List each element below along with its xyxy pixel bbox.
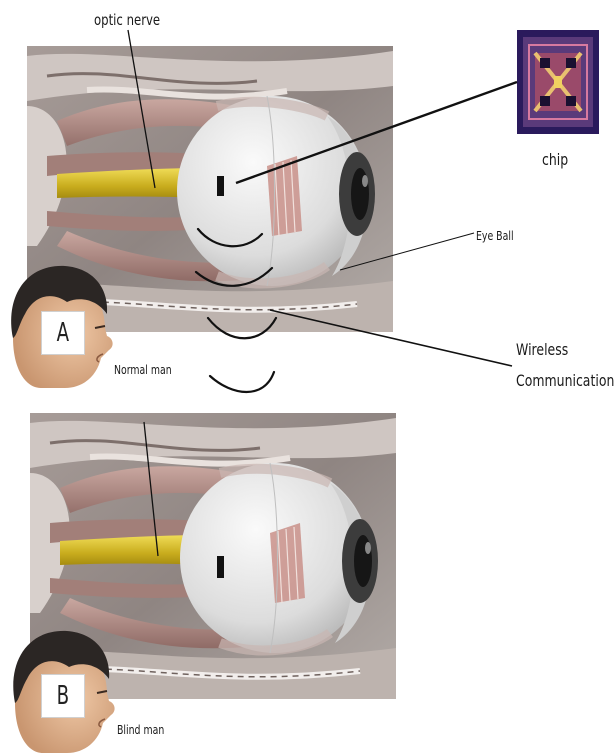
panel-a-letter: A (57, 318, 69, 348)
optic-nerve-label: optic nerve (94, 11, 160, 29)
normal-man-label: Normal man (114, 363, 172, 377)
panel-b-letter-box: B (41, 674, 85, 718)
communication-label: Communication (516, 371, 614, 390)
chip-label: chip (542, 150, 568, 169)
chip-implant-b (217, 556, 224, 578)
blind-man-label: Blind man (117, 723, 164, 737)
panel-b-letter: B (57, 681, 69, 711)
wireless-label: Wireless (516, 340, 568, 359)
chip-implant-a (217, 176, 224, 196)
eye-ball-label: Eye Ball (476, 229, 514, 243)
panel-a-letter-box: A (41, 311, 85, 355)
chip-image (517, 30, 599, 134)
